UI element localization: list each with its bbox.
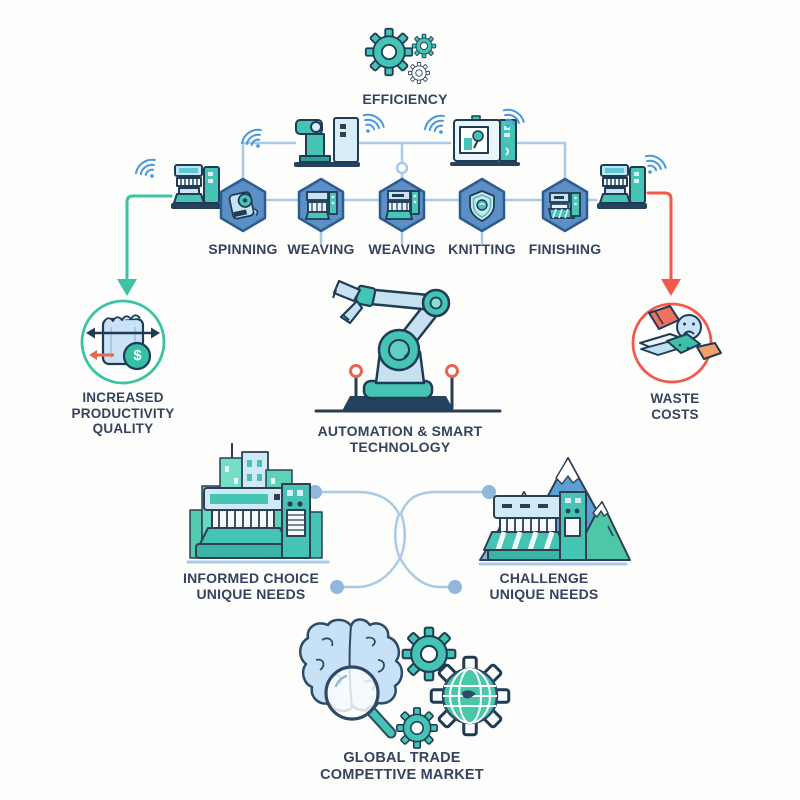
connector-node [395, 161, 409, 175]
stage-label-weaving-2: WEAVING [368, 241, 436, 257]
weaving-hexagon [378, 177, 426, 233]
positive-outcome-line3: QUALITY [92, 421, 154, 436]
globe-gear-icon [429, 655, 511, 737]
robot-arm-icon [314, 279, 502, 413]
stage-label-knitting: KNITTING [448, 241, 516, 257]
stage-label-weaving-1: WEAVING [287, 241, 355, 257]
positive-outcome-line2: PRODUCTIVITY [71, 405, 175, 421]
global-trade-line1: GLOBAL TRADE [343, 750, 461, 766]
automation-label-line2: TECHNOLOGY [349, 439, 451, 455]
informed-choice-label: INFORMED CHOICE UNIQUE NEEDS [151, 570, 351, 602]
challenge-line2: UNIQUE NEEDS [489, 586, 599, 602]
automation-label: AUTOMATION & SMART TECHNOLOGY [298, 423, 502, 455]
stage-label-finishing: FINISHING [528, 241, 602, 257]
weaving-machine-icon [304, 191, 338, 220]
spinning-roll-icon [228, 191, 259, 220]
negative-outcome-line1: WASTE [650, 391, 700, 406]
finishing-machine-icon [547, 192, 581, 219]
negative-outcome-label: WASTE COSTS [595, 391, 755, 422]
negative-branch-arrow [646, 191, 681, 296]
fabric-roll-dollar-icon [80, 299, 166, 385]
machine-icon [596, 164, 648, 210]
demand-cross-connectors [308, 485, 496, 594]
city-factory-icon [186, 443, 330, 564]
positive-outcome-label: INCREASED PRODUCTIVITY QUALITY [43, 390, 203, 437]
challenge-line1: CHALLENGE [499, 570, 589, 586]
global-trade-label: GLOBAL TRADE COMPETTIVE MARKET [282, 750, 522, 784]
efficiency-label: EFFICIENCY [362, 91, 448, 107]
gears-icon [364, 27, 437, 84]
factory-machine-icon [294, 117, 360, 167]
brain-magnifier-icon [299, 618, 404, 739]
positive-branch-arrow [117, 194, 173, 296]
dollar-symbol: $ [133, 347, 142, 364]
knitting-shield-icon [469, 190, 495, 222]
knitting-hexagon [458, 177, 506, 233]
finishing-hexagon [541, 177, 589, 233]
stage-label-spinning: SPINNING [208, 241, 278, 257]
global-trade-line2: COMPETTIVE MARKET [320, 767, 484, 783]
informed-choice-line1: INFORMED CHOICE [183, 570, 319, 586]
fabric-waste-sad-face-icon [631, 302, 722, 384]
mountain-factory-icon [478, 457, 631, 566]
machine-icon [170, 164, 222, 210]
automation-label-line1: AUTOMATION & SMART [317, 423, 483, 439]
informed-choice-line2: UNIQUE NEEDS [196, 586, 306, 602]
weaving-hexagon [297, 177, 345, 233]
challenge-label: CHALLENGE UNIQUE NEEDS [444, 570, 644, 602]
positive-outcome-line1: INCREASED [82, 390, 164, 405]
negative-outcome-line2: COSTS [651, 406, 699, 422]
smart-sewing-machine-icon [450, 115, 520, 166]
weaving-machine-icon [384, 190, 420, 220]
spinning-hexagon [219, 177, 267, 233]
